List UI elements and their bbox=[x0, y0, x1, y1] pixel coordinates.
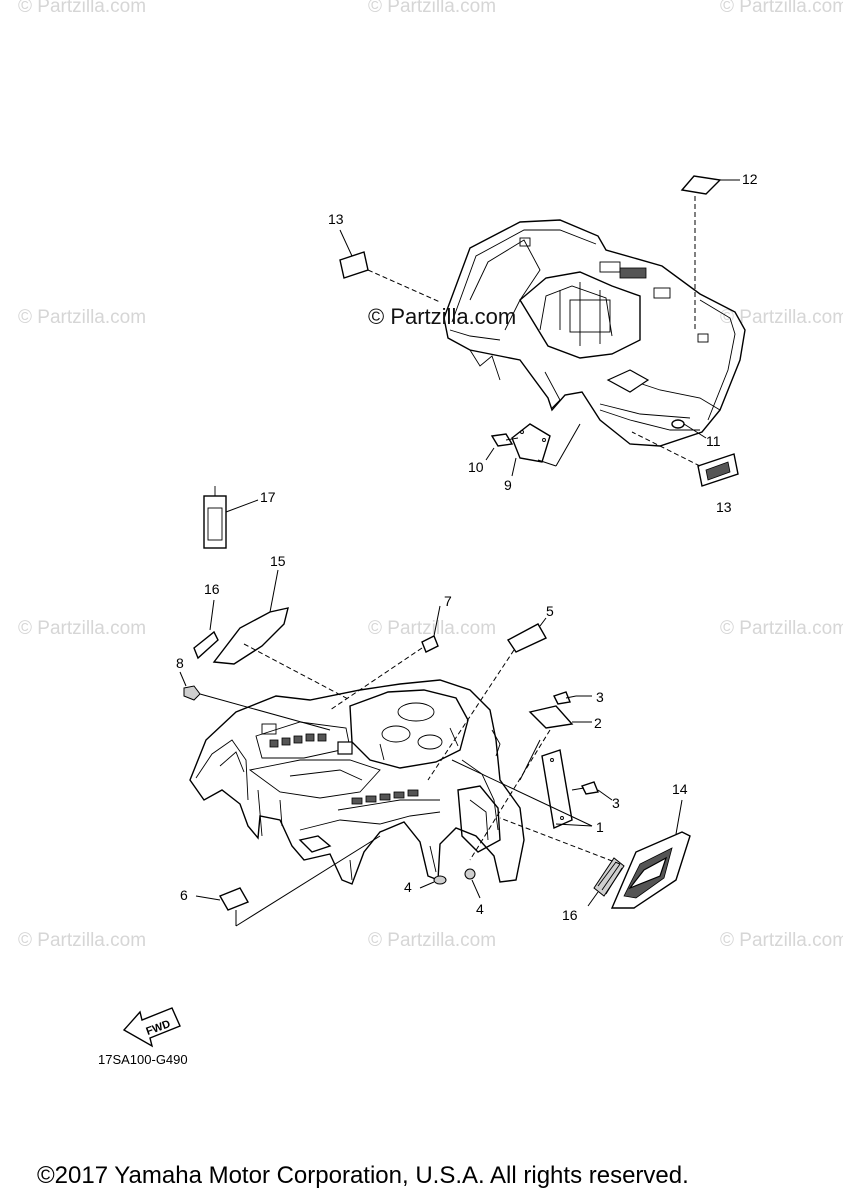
part-7-decal[interactable]: 7 bbox=[329, 593, 452, 711]
callout-6[interactable]: 6 bbox=[180, 887, 188, 903]
rear-fender[interactable] bbox=[443, 219, 746, 447]
front-fender[interactable] bbox=[189, 679, 525, 885]
part-16-decal-left[interactable]: 16 bbox=[193, 581, 220, 660]
watermark-bottom-left: © Partzilla.com bbox=[18, 930, 147, 951]
part-16-decal-right[interactable]: 16 bbox=[499, 817, 625, 923]
callout-3-upper[interactable]: 3 bbox=[596, 689, 604, 705]
callout-5[interactable]: 5 bbox=[546, 603, 554, 619]
watermark-bottom-center: © Partzilla.com bbox=[368, 930, 497, 951]
callout-8[interactable]: 8 bbox=[176, 655, 184, 671]
watermark-mid-left: © Partzilla.com bbox=[18, 307, 147, 328]
part-8-grommet[interactable]: 8 bbox=[176, 655, 331, 731]
callout-15[interactable]: 15 bbox=[270, 553, 286, 569]
callout-10[interactable]: 10 bbox=[468, 459, 484, 475]
callout-16-right[interactable]: 16 bbox=[562, 907, 578, 923]
switch-row bbox=[269, 733, 353, 755]
callout-2[interactable]: 2 bbox=[594, 715, 602, 731]
callout-13-top[interactable]: 13 bbox=[328, 211, 344, 227]
part-3-screw-lower[interactable]: 3 bbox=[571, 781, 620, 811]
part-15-decal[interactable]: 15 bbox=[212, 553, 351, 701]
part-2-plate[interactable]: 2 bbox=[528, 705, 602, 731]
watermark-top-right: © Partzilla.com bbox=[720, 0, 843, 17]
part-3-screw-upper[interactable]: 3 bbox=[553, 689, 604, 705]
part-6-decal[interactable]: 6 bbox=[180, 835, 381, 927]
grill-slats bbox=[351, 789, 419, 805]
watermark-bottom-right: © Partzilla.com bbox=[720, 930, 843, 951]
callout-4-right[interactable]: 4 bbox=[476, 901, 484, 917]
part-12-decal[interactable]: 12 bbox=[680, 171, 758, 330]
watermark-center: © Partzilla.com bbox=[368, 304, 517, 329]
part-17-tag[interactable]: 17 bbox=[203, 486, 276, 549]
callout-17[interactable]: 17 bbox=[260, 489, 276, 505]
callout-11[interactable]: 11 bbox=[706, 433, 721, 449]
part-4-grommet-right[interactable]: 4 bbox=[464, 868, 484, 917]
watermark-top-left: © Partzilla.com bbox=[18, 0, 147, 17]
watermark-lower-left: © Partzilla.com bbox=[18, 618, 147, 639]
part-11-grommet[interactable]: 11 bbox=[671, 419, 721, 449]
watermark-top-center: © Partzilla.com bbox=[368, 0, 497, 17]
diagram-code: 17SA100-G490 bbox=[98, 1052, 188, 1067]
callout-7[interactable]: 7 bbox=[444, 593, 452, 609]
callout-9[interactable]: 9 bbox=[504, 477, 512, 493]
watermark-lower-center: © Partzilla.com bbox=[368, 618, 497, 639]
callout-3-lower[interactable]: 3 bbox=[612, 795, 620, 811]
part-14-decal[interactable]: 14 bbox=[610, 781, 691, 909]
copyright-notice: ©2017 Yamaha Motor Corporation, U.S.A. A… bbox=[37, 1162, 689, 1189]
part-4-grommet-left[interactable]: 4 bbox=[404, 875, 447, 895]
watermark-lower-right: © Partzilla.com bbox=[720, 618, 843, 639]
callout-14[interactable]: 14 bbox=[672, 781, 688, 797]
part-10-screw[interactable]: 10 bbox=[468, 433, 519, 475]
callout-13-bottom[interactable]: 13 bbox=[716, 499, 732, 515]
part-9-plate[interactable]: 9 bbox=[504, 423, 581, 493]
callout-16-left[interactable]: 16 bbox=[204, 581, 220, 597]
callout-1[interactable]: 1 bbox=[596, 819, 604, 835]
fwd-arrow-icon: FWD bbox=[122, 1007, 181, 1048]
part-13-decal-left[interactable]: 13 bbox=[328, 211, 441, 303]
callout-4-left[interactable]: 4 bbox=[404, 879, 412, 895]
callout-12[interactable]: 12 bbox=[742, 171, 758, 187]
part-13-decal-right[interactable]: 13 bbox=[631, 431, 739, 515]
watermark-mid-right: © Partzilla.com bbox=[720, 307, 843, 328]
part-1-plate[interactable]: 1 bbox=[451, 729, 604, 861]
part-5-decal[interactable]: 5 bbox=[427, 603, 554, 781]
